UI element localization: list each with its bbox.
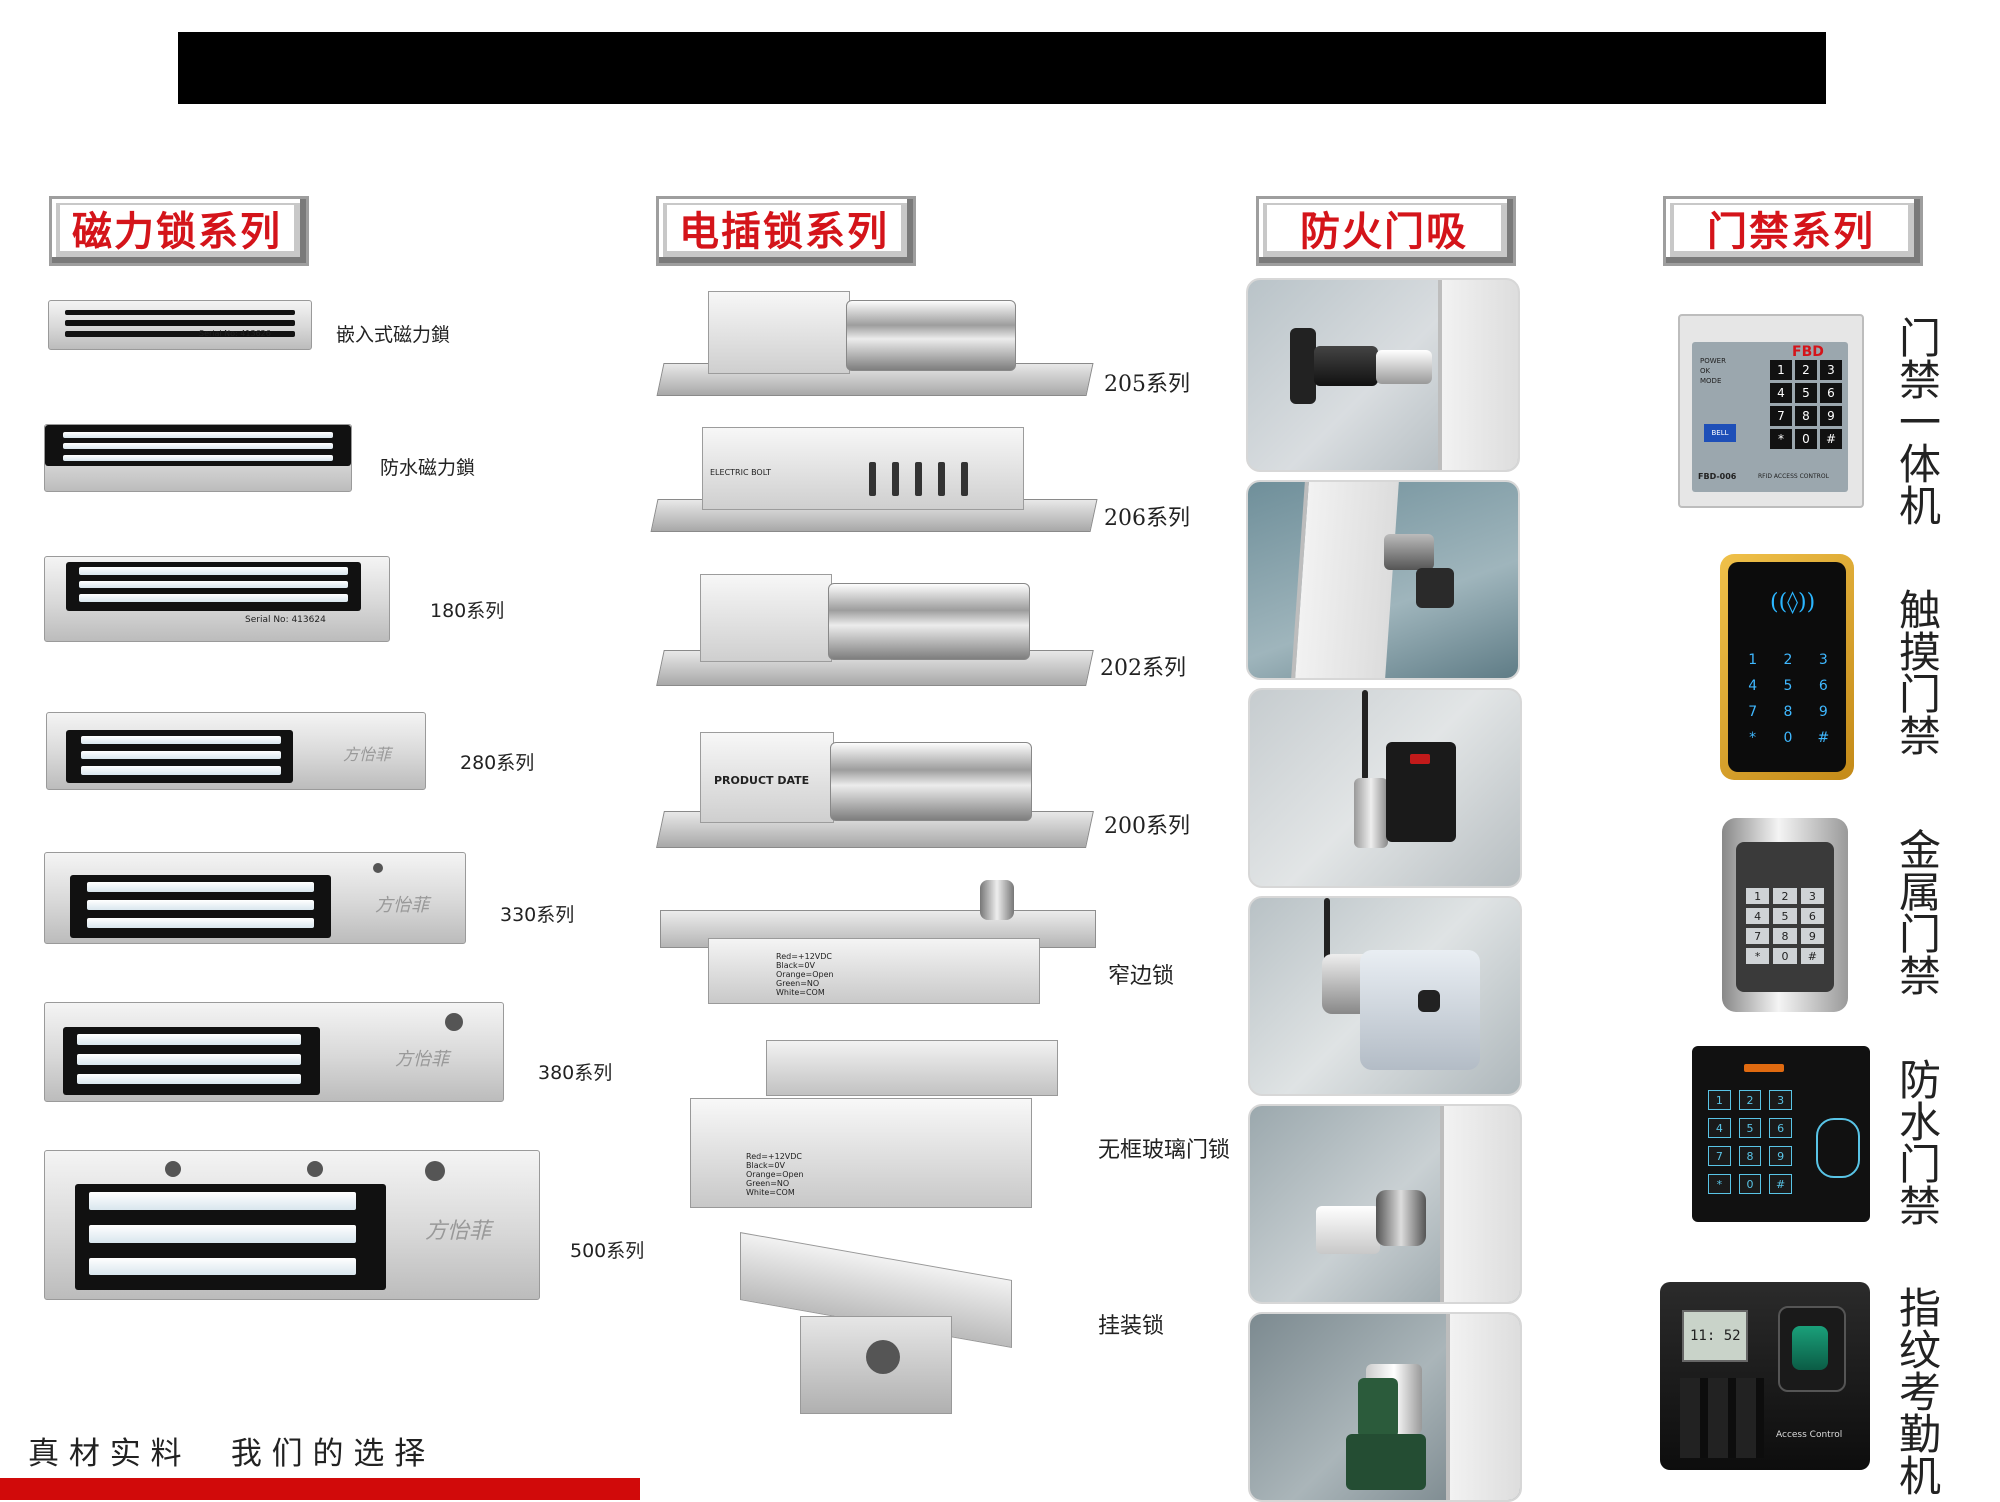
bolt-label-205: 205系列 [1104, 372, 1190, 397]
bolt-title: ELECTRIC BOLT [710, 468, 771, 477]
door-holder-photo-5 [1248, 1104, 1522, 1304]
bolt-label-206: 206系列 [1104, 506, 1190, 531]
access-label-waterproof: 防水门禁 [1898, 1056, 1941, 1231]
access-control-label: Access Control [1776, 1430, 1843, 1440]
maglock-label-330: 330系列 [500, 904, 575, 926]
keypad: 1 2 3 4 5 6 7 8 9 * 0 # [1708, 1090, 1792, 1194]
bolt-202-image [656, 566, 1094, 686]
maglock-180-image: Serial No: 413624 [44, 556, 390, 642]
maglock-label-380: 380系列 [538, 1062, 613, 1084]
section-header-access: 门禁系列 [1663, 196, 1923, 266]
door-holder-photo-2 [1246, 480, 1520, 680]
section-title-bolt: 电插锁系列 [667, 205, 901, 255]
section-header-bolt: 电插锁系列 [656, 196, 916, 266]
bolt-label-glass: 无框玻璃门锁 [1098, 1138, 1231, 1163]
section-title-access: 门禁系列 [1674, 205, 1908, 255]
maglock-label-280: 280系列 [460, 752, 535, 774]
maglock-500-image: 方怡菲 [44, 1150, 540, 1300]
access-device-waterproof: 1 2 3 4 5 6 7 8 9 * 0 # [1692, 1046, 1870, 1222]
maglock-waterproof-image [44, 424, 352, 492]
rfid-label: RFID ACCESS CONTROL [1758, 473, 1829, 480]
brand-logo: 方怡菲 [425, 1219, 492, 1244]
brand-logo: 方怡菲 [395, 1049, 449, 1070]
access-label-standalone: 门禁一体机 [1898, 314, 1941, 531]
maglock-label-180: 180系列 [430, 600, 505, 622]
keypad: 1 2 3 4 5 6 7 8 9 * 0 # [1748, 652, 1830, 746]
brand-logo: 方怡菲 [375, 895, 429, 916]
door-holder-photo-3 [1248, 688, 1522, 888]
door-holder-photo-4 [1248, 896, 1522, 1096]
product-date-label: PRODUCT DATE [714, 774, 810, 787]
bottom-red-bar [0, 1478, 640, 1500]
slogan: 真 材 实 料 我 们 的 选 择 [28, 1436, 426, 1472]
bolt-205-image [656, 284, 1094, 396]
door-holder-photo-1 [1246, 278, 1520, 472]
section-header-maglock: 磁力锁系列 [49, 196, 309, 266]
access-label-metal: 金属门禁 [1898, 826, 1941, 1001]
access-device-fingerprint: 11: 52 Access Control [1660, 1282, 1870, 1470]
access-label-fingerprint: 指纹考勤机 [1898, 1284, 1941, 1501]
clock-display: 11: 52 [1690, 1328, 1741, 1344]
access-device-touch: ((◊)) 1 2 3 4 5 6 7 8 9 * 0 # [1720, 554, 1854, 780]
serial-label: Serial No: 413624 [245, 615, 326, 625]
maglock-label-500: 500系列 [570, 1240, 645, 1262]
maglock-330-image: 方怡菲 [44, 852, 466, 944]
maglock-280-image: 方怡菲 [46, 712, 426, 790]
brand-logo: FBD [1792, 344, 1824, 360]
door-holder-photo-6 [1248, 1312, 1522, 1502]
section-header-holder: 防火门吸 [1256, 196, 1516, 266]
maglock-label-embedded: 嵌入式磁力鎖 [336, 324, 451, 346]
brand-logo: 方怡菲 [343, 745, 392, 764]
bolt-label-202: 202系列 [1100, 656, 1186, 681]
bolt-200-image: PRODUCT DATE [656, 724, 1094, 848]
top-banner [178, 32, 1826, 104]
bolt-label-surface: 挂装锁 [1098, 1314, 1165, 1339]
maglock-label-waterproof: 防水磁力鎖 [380, 457, 476, 479]
keypad: 1 2 3 4 5 6 7 8 9 * 0 # [1746, 888, 1824, 964]
section-title-maglock: 磁力锁系列 [60, 205, 294, 255]
access-label-touch: 触摸门禁 [1898, 586, 1941, 761]
bolt-206-image: ELECTRIC BOLT [650, 420, 1098, 532]
section-title-holder: 防火门吸 [1267, 205, 1501, 255]
maglock-embedded-image: Serial No: 413626 [48, 300, 312, 350]
model-label: FBD-006 [1698, 472, 1737, 481]
maglock-380-image: 方怡菲 [44, 1002, 504, 1102]
bolt-label-200: 200系列 [1104, 814, 1190, 839]
access-device-metal: 1 2 3 4 5 6 7 8 9 * 0 # [1722, 818, 1848, 1012]
serial-label: Serial No: 413626 [199, 329, 271, 338]
bolt-label-narrow: 窄边锁 [1108, 964, 1175, 989]
bolt-surface-image [740, 1232, 1020, 1416]
keypad: 1 2 3 4 5 6 7 8 9 * 0 # [1770, 360, 1842, 449]
rfid-icon: ((◊)) [1770, 590, 1816, 615]
bell-button: BELL [1704, 424, 1736, 442]
